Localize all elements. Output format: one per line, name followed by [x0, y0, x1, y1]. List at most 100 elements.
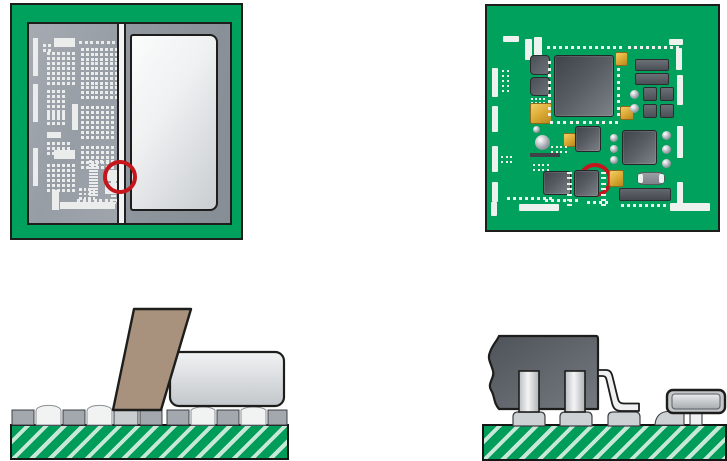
- stencil-aperture: [105, 81, 108, 85]
- pin-grid: [505, 160, 508, 163]
- stencil-aperture: [52, 174, 55, 177]
- pin-col: [548, 80, 551, 84]
- stencil-aperture: [105, 86, 108, 90]
- stencil-aperture: [109, 76, 113, 80]
- stencil-aperture: [95, 52, 99, 56]
- stencil-aperture: [104, 199, 108, 202]
- pin-grid: [507, 85, 509, 87]
- pin-grid: [501, 160, 503, 163]
- stencil-aperture: [81, 81, 84, 85]
- pin-col: [548, 113, 551, 116]
- stencil-aperture: [114, 62, 117, 66]
- stencil-aperture: [96, 131, 99, 134]
- solder-paste-bead: [168, 350, 286, 408]
- pin-row: [607, 46, 610, 49]
- stencil-aperture: [81, 126, 84, 129]
- stencil-section: [216, 409, 240, 426]
- pin-col: [548, 74, 551, 77]
- stencil-aperture: [57, 189, 60, 192]
- pin-row: [651, 204, 654, 207]
- stencil-aperture: [86, 131, 89, 134]
- stencil-aperture: [89, 182, 98, 184]
- stencil-aperture: [111, 121, 114, 124]
- stencil-aperture: [62, 147, 65, 150]
- stencil-aperture: [67, 189, 70, 192]
- stencil-aperture: [114, 91, 117, 95]
- pin-row: [547, 46, 550, 49]
- stencil-aperture: [101, 116, 104, 119]
- stencil-aperture: [106, 131, 109, 134]
- pin-row: [621, 204, 624, 207]
- pin-row: [556, 121, 560, 124]
- stencil-foil-surface: [130, 34, 218, 211]
- stencil-aperture: [96, 121, 99, 124]
- stencil-aperture: [100, 86, 104, 90]
- pin-stripes: [601, 193, 606, 196]
- stencil-aperture: [47, 110, 50, 113]
- stencil-aperture: [67, 179, 70, 182]
- stencil-aperture: [57, 179, 60, 182]
- pin-col: [548, 87, 551, 90]
- stencil-aperture: [111, 136, 114, 139]
- stencil-aperture: [101, 121, 104, 124]
- pin-row: [576, 121, 579, 124]
- stencil-aperture: [106, 41, 110, 44]
- stencil-aperture: [89, 170, 98, 172]
- stencil-aperture: [105, 72, 108, 75]
- stencil-aperture: [54, 38, 75, 47]
- stencil-aperture: [79, 192, 82, 195]
- stencil-aperture: [96, 161, 99, 164]
- pin-row: [640, 46, 643, 49]
- stencil-aperture: [111, 126, 114, 129]
- stencil-aperture: [91, 146, 94, 149]
- stencil-aperture: [67, 72, 70, 75]
- stencil-aperture: [52, 52, 55, 55]
- stencil-aperture: [57, 142, 60, 145]
- pin-grid: [507, 70, 509, 72]
- pin-row: [595, 121, 599, 124]
- pin-row: [605, 201, 608, 204]
- stencil-aperture: [114, 81, 117, 85]
- stencil-aperture: [47, 82, 50, 85]
- stencil-aperture: [81, 52, 84, 56]
- stencil-aperture: [67, 169, 70, 172]
- stencil-aperture: [62, 179, 65, 182]
- stencil-aperture: [115, 199, 117, 202]
- pin-row: [602, 121, 605, 124]
- pin-grid: [502, 90, 504, 92]
- stencil-aperture: [33, 38, 38, 76]
- gullwing-lead: [597, 369, 640, 412]
- stencil-aperture: [57, 95, 60, 98]
- stencil-aperture: [52, 179, 55, 182]
- stencil-aperture: [81, 161, 84, 164]
- stencil-aperture: [52, 164, 55, 167]
- stencil-aperture: [72, 82, 75, 85]
- pin-row: [519, 197, 522, 200]
- pin-stripes: [601, 172, 606, 174]
- solder-pad: [503, 36, 519, 42]
- stencil-aperture: [111, 195, 116, 197]
- solder-sphere: [533, 126, 540, 133]
- pin-row: [571, 46, 574, 49]
- capacitor-gold: [615, 52, 628, 66]
- stencil-section: [139, 409, 163, 426]
- stencil-aperture: [109, 48, 113, 51]
- stencil-aperture: [88, 197, 91, 200]
- pin-grid: [543, 98, 545, 100]
- stencil-section: [62, 409, 86, 426]
- pcb-panel: [485, 4, 720, 232]
- stencil-section: [267, 409, 288, 426]
- stencil-aperture: [83, 192, 86, 195]
- stencil-aperture: [85, 81, 89, 85]
- stencil-aperture: [105, 160, 109, 163]
- stencil-aperture: [72, 164, 75, 167]
- stencil-aperture: [62, 67, 65, 70]
- component-pin: [518, 370, 540, 413]
- stencil-panel: [10, 3, 243, 240]
- stencil-aperture: [52, 100, 55, 103]
- stencil-aperture: [62, 82, 65, 85]
- pin-row: [628, 46, 631, 49]
- stencil-aperture: [57, 169, 60, 172]
- stencil-aperture: [114, 48, 117, 51]
- stencil-aperture: [88, 199, 91, 202]
